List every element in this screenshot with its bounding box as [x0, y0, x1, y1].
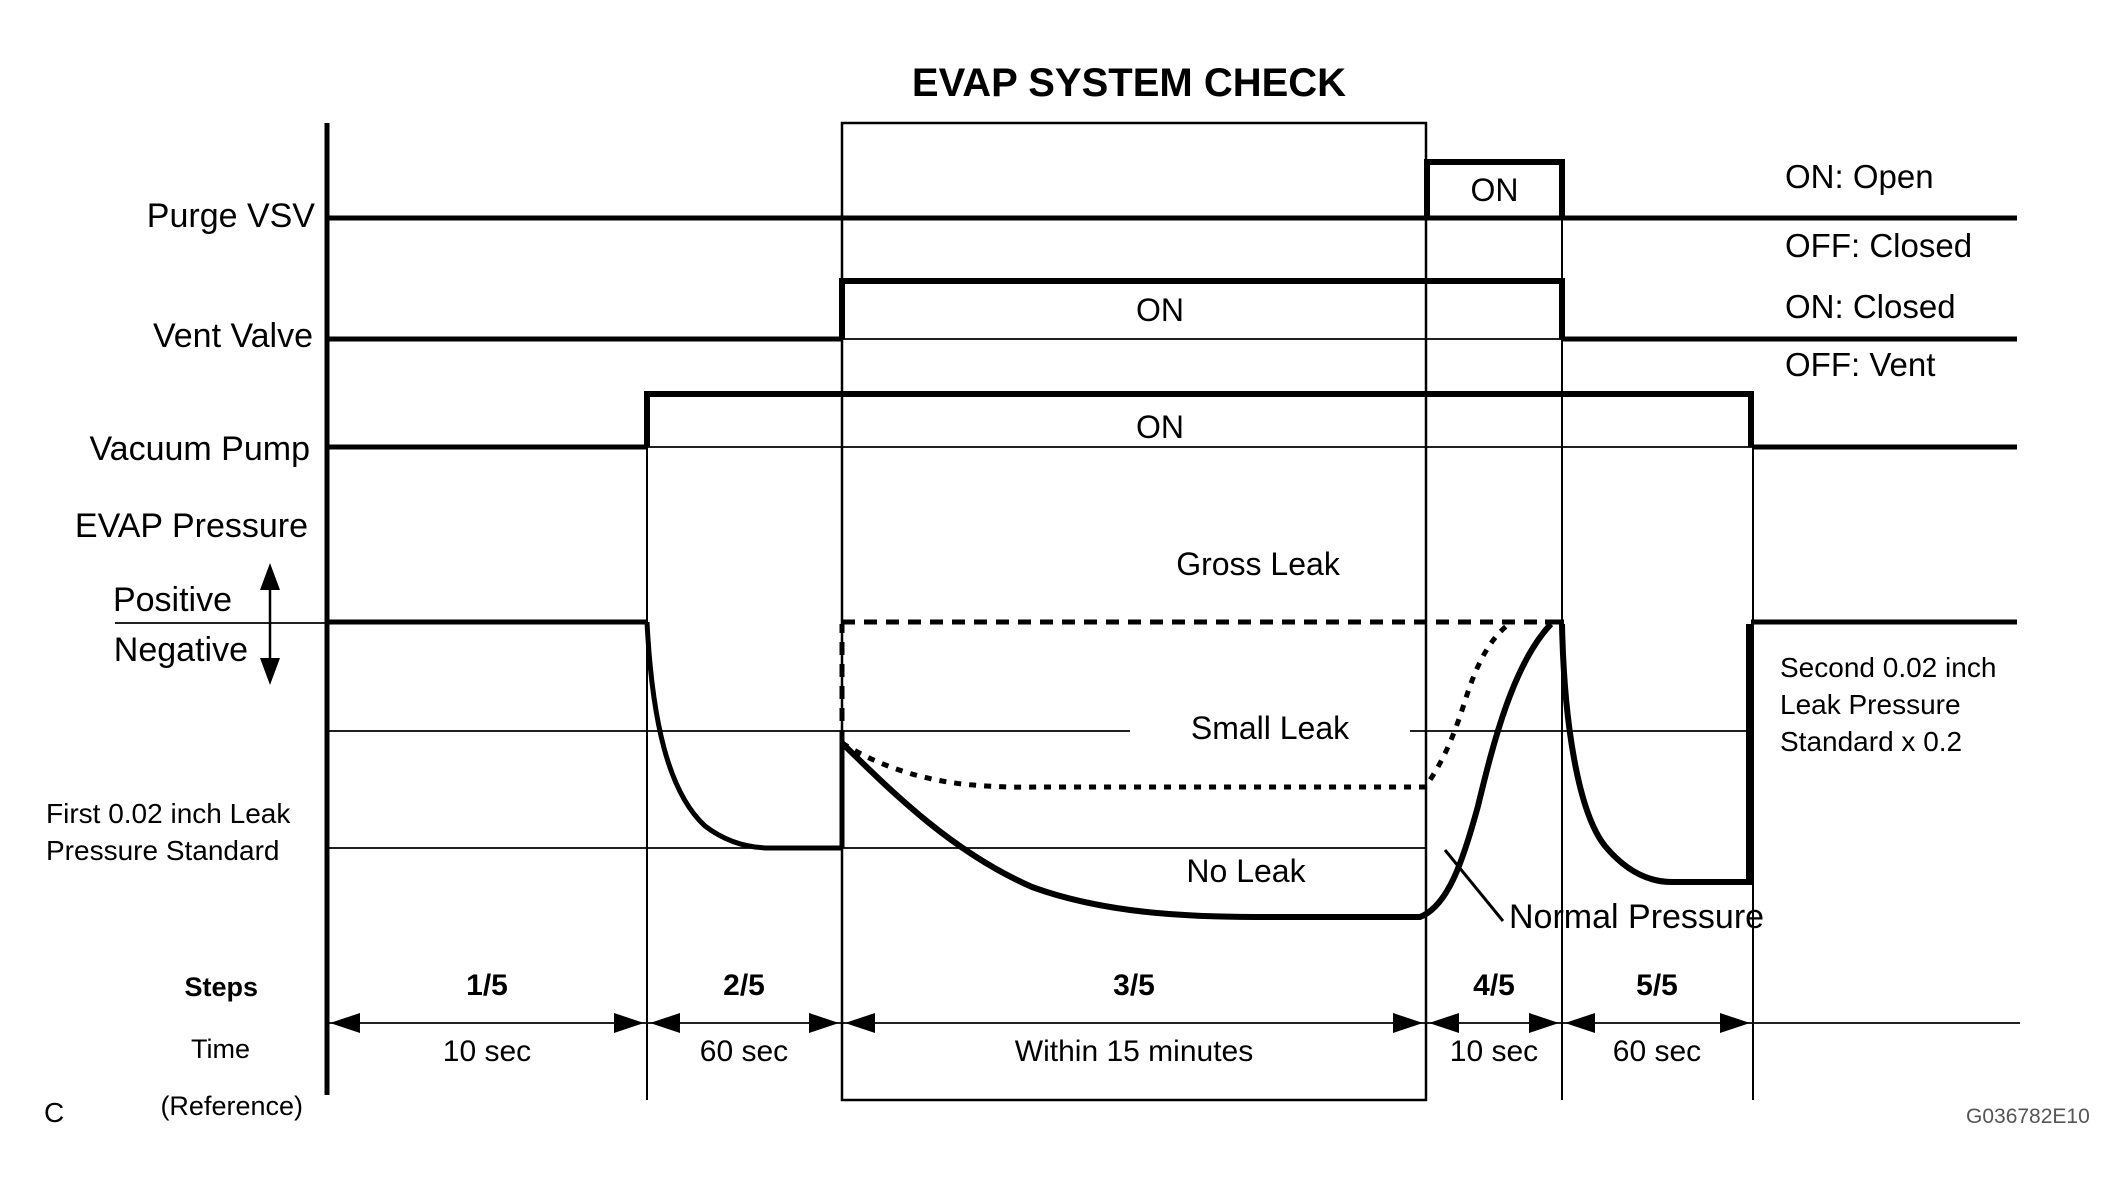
gross-leak-label: Gross Leak [1176, 546, 1340, 582]
purge-vsv-trace [327, 159, 2017, 221]
second-leak-standard-line2: Leak Pressure [1780, 688, 1961, 720]
purge-on-label: ON [1470, 172, 1519, 208]
time-label-3: Within 15 minutes [1014, 1035, 1254, 1068]
purge-vsv-label: Purge VSV [146, 197, 315, 235]
positive-negative-arrow [260, 563, 280, 685]
normal-pressure-leader [1443, 849, 1505, 922]
steps-row-label: Steps [184, 972, 258, 1002]
vacuum-pump-on-label: ON [1136, 409, 1184, 445]
purge-legend-off: OFF: Closed [1785, 227, 1973, 264]
no-leak-label: No Leak [1186, 853, 1306, 889]
step-label-4: 4/5 [1473, 969, 1515, 1002]
second-leak-standard-line3: Standard x 0.2 [1780, 725, 1963, 757]
vent-legend-on: ON: Closed [1785, 288, 1956, 325]
vacuum-pump-label: Vacuum Pump [89, 430, 310, 468]
gross-leak-curve [839, 619, 1549, 743]
reference-row-label: (Reference) [160, 1091, 303, 1121]
no-leak-curve [839, 621, 1554, 920]
diagram-title: EVAP SYSTEM CHECK [911, 61, 1347, 105]
page-marker: C [44, 1097, 65, 1128]
vent-valve-trace [327, 278, 2017, 342]
figure-code: G036782E10 [1966, 1105, 2090, 1128]
second-leak-standard-line1: Second 0.02 inch [1780, 652, 1997, 683]
time-label-4: 10 sec [1449, 1035, 1539, 1068]
small-leak-curve [840, 622, 1511, 790]
negative-label: Negative [113, 631, 248, 669]
first-leak-standard-line1: First 0.02 inch Leak [46, 798, 291, 829]
time-label-1: 10 sec [442, 1035, 532, 1068]
time-label-5: 60 sec [1612, 1035, 1702, 1068]
first-leak-standard-label: First 0.02 inch Leak Pressure Standard [46, 796, 290, 870]
step-label-1: 1/5 [466, 969, 508, 1002]
vent-legend-off: OFF: Vent [1785, 346, 1936, 383]
first-leak-standard-line2: Pressure Standard [46, 834, 280, 866]
positive-label: Positive [112, 581, 232, 619]
second-leak-standard-label: Second 0.02 inch Leak Pressure Standard … [1780, 650, 1996, 761]
evap-pressure-label: EVAP Pressure [74, 507, 308, 545]
step2-pulldown-curve [644, 621, 845, 851]
normal-pressure-label: Normal Pressure [1509, 898, 1765, 936]
purge-legend-on: ON: Open [1785, 158, 1934, 195]
step-label-5: 5/5 [1636, 969, 1678, 1002]
step-label-3: 3/5 [1113, 969, 1155, 1002]
time-row-label: Time [191, 1034, 250, 1064]
time-dimension-arrows [327, 1013, 2020, 1033]
small-leak-label: Small Leak [1130, 710, 1410, 748]
time-label-2: 60 sec [699, 1035, 789, 1068]
vent-on-label: ON [1136, 292, 1184, 328]
vent-valve-label: Vent Valve [152, 317, 313, 355]
vacuum-pump-trace [327, 391, 2017, 450]
pressure-reference-lines [115, 622, 1753, 849]
step-label-2: 2/5 [723, 969, 765, 1002]
step3-box [840, 121, 1428, 1102]
step5-curve [1559, 623, 1752, 885]
